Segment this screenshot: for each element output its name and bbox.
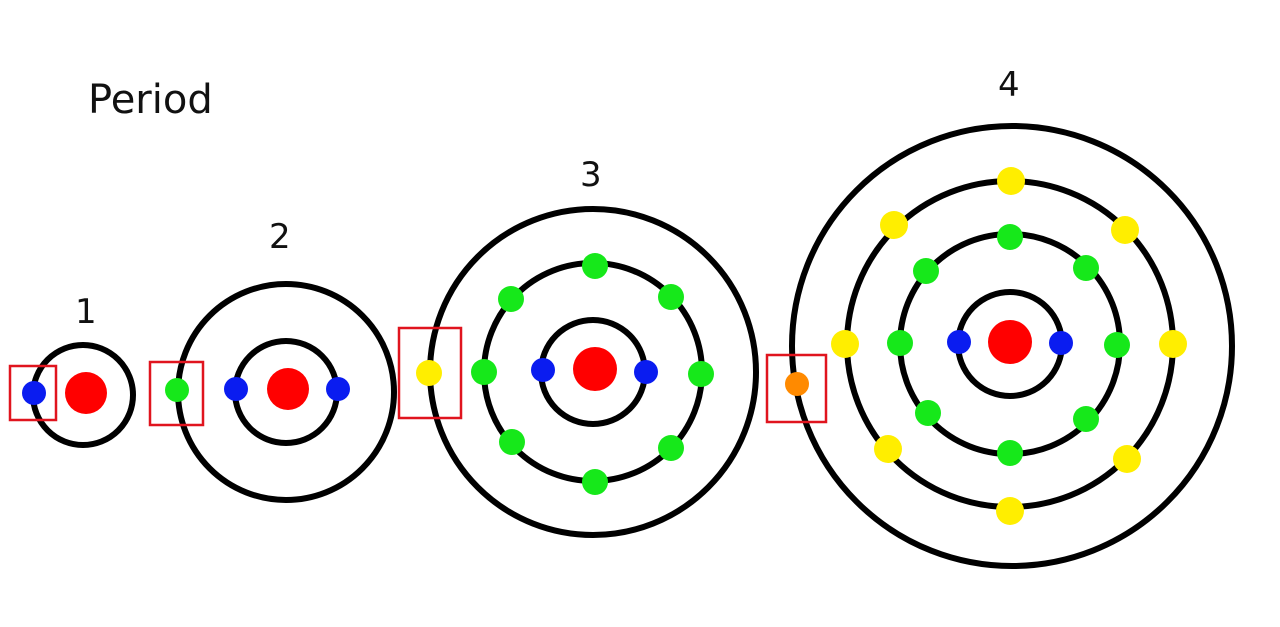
electron bbox=[22, 381, 46, 405]
valence-highlight-box bbox=[148, 360, 205, 427]
electron bbox=[1113, 445, 1141, 473]
electron bbox=[997, 440, 1023, 466]
electron bbox=[915, 400, 941, 426]
electron bbox=[471, 359, 497, 385]
electron-shell bbox=[789, 123, 1235, 569]
period-1-label: 1 bbox=[75, 292, 97, 332]
electron bbox=[498, 286, 524, 312]
electron bbox=[582, 469, 608, 495]
electron bbox=[658, 284, 684, 310]
electron bbox=[582, 253, 608, 279]
electron bbox=[996, 497, 1024, 525]
electron bbox=[997, 167, 1025, 195]
nucleus bbox=[267, 368, 309, 410]
period-1-atom: 1 bbox=[8, 292, 136, 448]
electron bbox=[874, 435, 902, 463]
electron bbox=[997, 224, 1023, 250]
electron bbox=[947, 330, 971, 354]
valence-highlight-box bbox=[8, 364, 58, 422]
electron bbox=[688, 361, 714, 387]
electron bbox=[531, 358, 555, 382]
nucleus bbox=[65, 372, 107, 414]
electron bbox=[1073, 255, 1099, 281]
period-4-label: 4 bbox=[998, 65, 1020, 105]
electron bbox=[831, 330, 859, 358]
nucleus bbox=[573, 347, 617, 391]
period-2-label: 2 bbox=[269, 217, 291, 257]
electron bbox=[1104, 332, 1130, 358]
valence-highlight-box bbox=[397, 326, 463, 420]
electron bbox=[880, 211, 908, 239]
electron bbox=[887, 330, 913, 356]
electron bbox=[785, 372, 809, 396]
electron bbox=[326, 377, 350, 401]
period-4-atom: 4 bbox=[765, 65, 1235, 569]
diagram-title: Period bbox=[88, 77, 213, 123]
electron bbox=[1049, 331, 1073, 355]
valence-highlight-box bbox=[765, 353, 828, 424]
electron bbox=[165, 378, 189, 402]
electron bbox=[634, 360, 658, 384]
electron bbox=[658, 435, 684, 461]
period-2-atom: 2 bbox=[148, 217, 397, 503]
electron bbox=[913, 258, 939, 284]
electron bbox=[499, 429, 525, 455]
electron bbox=[1159, 330, 1187, 358]
period-3-atom: 3 bbox=[397, 155, 759, 538]
electron bbox=[1073, 406, 1099, 432]
electron bbox=[416, 360, 442, 386]
electron bbox=[1111, 216, 1139, 244]
period-3-label: 3 bbox=[580, 155, 602, 195]
electron bbox=[224, 377, 248, 401]
nucleus bbox=[988, 320, 1032, 364]
